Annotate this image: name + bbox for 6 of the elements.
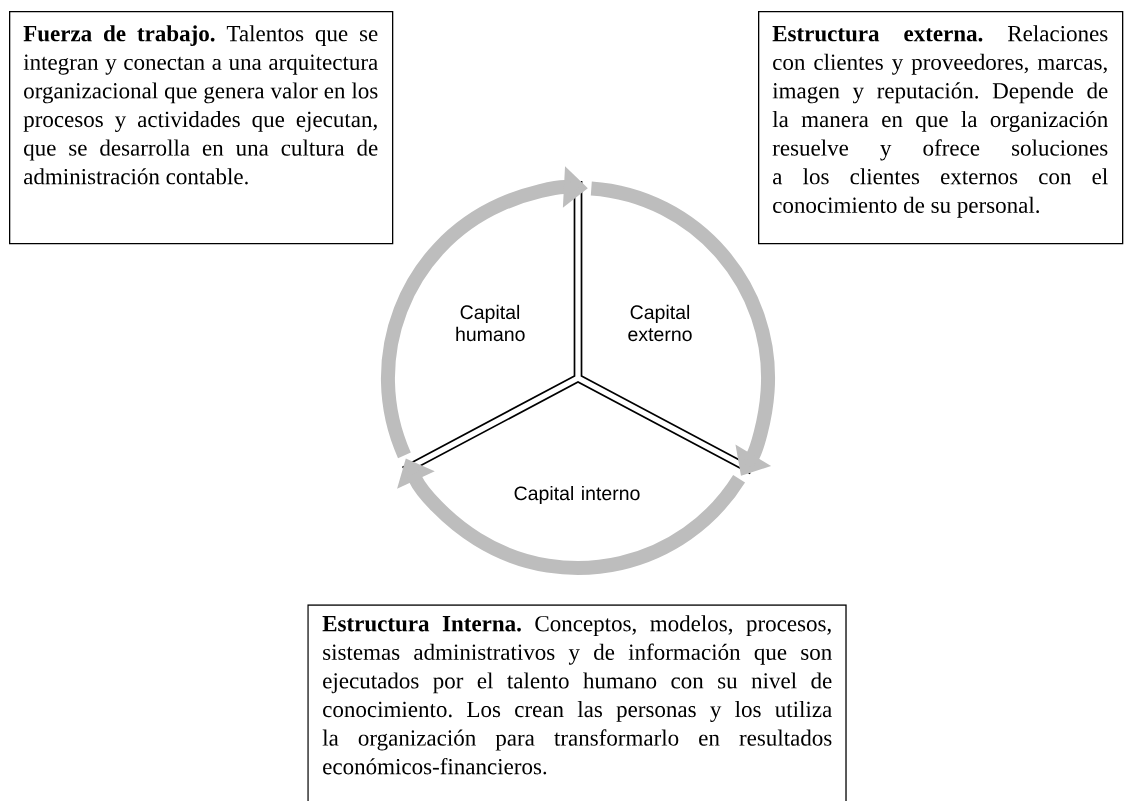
text-box: Estructura externa. Relaciones con clientes y proveedores, marcas, imagen y reputación. Depende de la manera en que la organización resuelve y ofrece soluciones a los clientes externos con el conocimiento de su personal.: [758, 11, 1124, 245]
sector-label: Capital humano: [456, 304, 525, 342]
sector-label: Capital interno: [514, 485, 640, 505]
text-box: Fuerza de trabajo. Talentos que se integran y conectan a una arquitectura organizacional que genera valor en los procesos y actividades que ejecutan, que se desarrolla en una cultura de administración contable.: [9, 11, 394, 245]
text-box: Estructura Interna. Conceptos, modelos, procesos, sistemas administrativos y de información que son ejecutados por el talento humano con su nivel de conocimiento. Los crean las personas y los utiliza la organización para transformarlo en resultados económicos-financieros.: [307, 604, 847, 801]
sector-label: Capital externo: [628, 304, 692, 342]
